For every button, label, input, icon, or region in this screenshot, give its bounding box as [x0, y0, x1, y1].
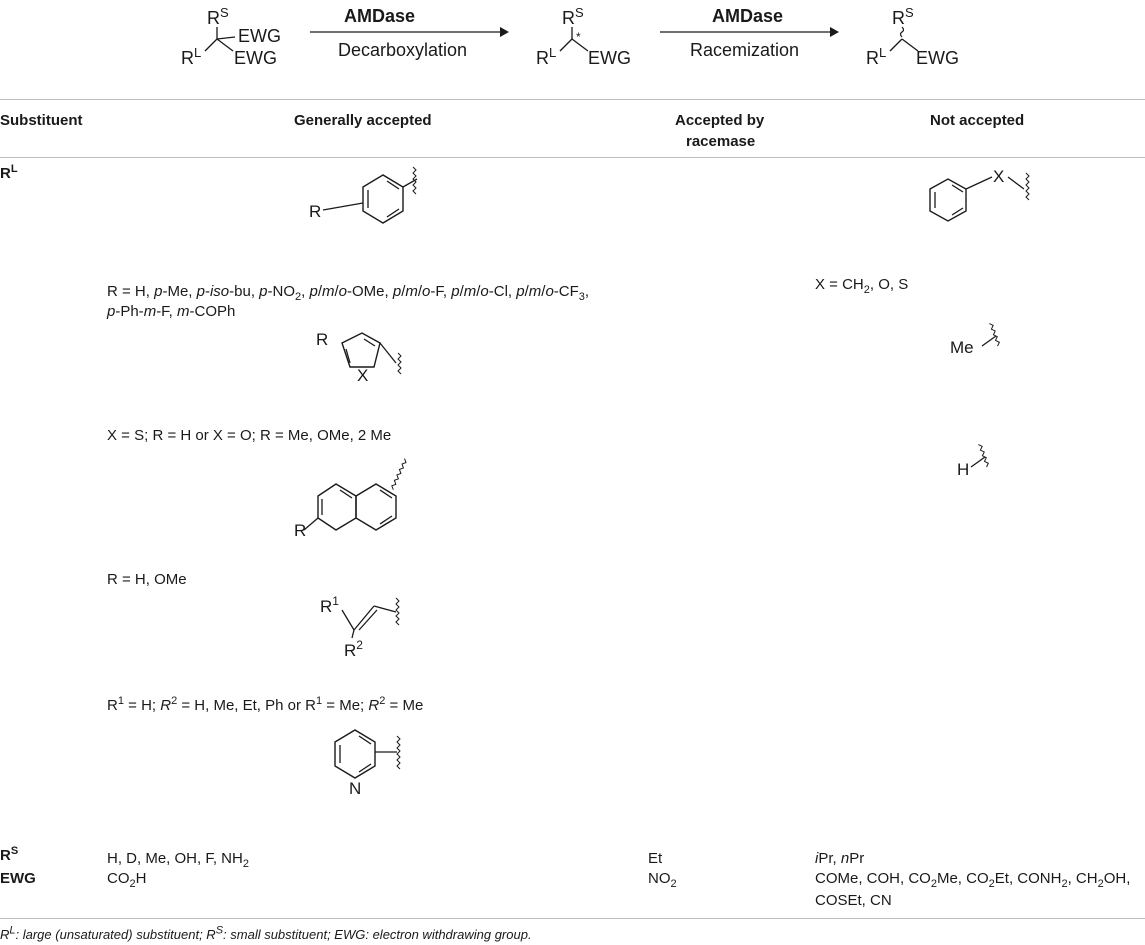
not-accepted-hydrogen: H — [957, 444, 989, 479]
ewg-racemase: NO2 — [648, 870, 677, 890]
step2-enzyme: AMDase — [712, 6, 784, 26]
product-rl: RL — [866, 45, 887, 68]
header-rule — [0, 157, 1145, 158]
product-ewg: EWG — [916, 48, 959, 68]
svg-text:N: N — [349, 779, 361, 798]
intermediate-bonds — [559, 27, 589, 52]
col-header-racemase-line2: racemase — [686, 133, 756, 150]
col-header-accepted: Generally accepted — [294, 112, 432, 129]
intermediate-ewg: EWG — [588, 48, 631, 68]
aryl-r-label: R — [309, 202, 321, 221]
product-rs: RS — [892, 5, 914, 28]
row-label-rs: RS — [0, 845, 19, 865]
pyridyl-structure: N — [334, 729, 401, 798]
intermediate-rs: RS — [562, 5, 584, 28]
substrate-ewg-top: EWG — [238, 26, 281, 46]
heteroaryl-structure: R X — [316, 330, 402, 385]
col-header-substituent: Substituent — [0, 112, 83, 129]
ewg-accepted: CO2H — [107, 870, 147, 890]
ewg-not-accepted-line1: COMe, COH, CO2Me, CO2Et, CONH2, CH2OH, — [815, 870, 1131, 890]
not-accepted-methyl: Me — [950, 323, 1000, 357]
arrow-decarboxylation — [310, 27, 509, 37]
col-header-not-accepted: Not accepted — [930, 112, 1025, 129]
aryl-caption-line2: p-Ph-m-F, m-COPh — [107, 303, 236, 320]
alkenyl-structure: R1 R2 — [320, 594, 400, 660]
svg-text:Me: Me — [950, 338, 974, 357]
intermediate-rl: RL — [536, 45, 557, 68]
heteroaryl-caption: X = S; R = H or X = O; R = Me, OMe, 2 Me — [107, 427, 392, 444]
stereocenter-star: * — [576, 30, 581, 44]
step2-process: Racemization — [690, 40, 800, 60]
row-label-rl: RL — [0, 163, 18, 183]
svg-text:X: X — [357, 366, 368, 385]
ewg-not-accepted-line2: COSEt, CN — [815, 892, 892, 909]
rs-accepted: H, D, Me, OH, F, NH2 — [107, 850, 249, 870]
substrate-bonds — [204, 27, 236, 52]
step1-process: Decarboxylation — [338, 40, 468, 60]
table-footnote: RL: large (unsaturated) substituent; RS:… — [0, 924, 532, 942]
aryl-structure: R — [309, 166, 418, 224]
step1-enzyme: AMDase — [344, 6, 416, 26]
naphthyl-caption: R = H, OMe — [107, 571, 187, 588]
svg-text:H: H — [957, 460, 969, 479]
aryl-caption-line1: R = H, p-Me, p-iso-bu, p-NO2, p/m/o-OMe,… — [107, 283, 590, 303]
product-bonds — [889, 26, 919, 52]
rs-not-accepted: iPr, nPr — [815, 850, 865, 867]
table-bottom-rule — [0, 918, 1145, 919]
naphthyl-structure: R — [294, 458, 407, 538]
row-label-ewg: EWG — [0, 870, 36, 887]
arrow-racemization — [660, 27, 839, 37]
alkenyl-caption: R1 = H; R2 = H, Me, Et, Ph or R1 = Me; R… — [107, 695, 424, 715]
svg-text:X: X — [993, 167, 1004, 186]
table-top-rule — [0, 99, 1145, 100]
rs-racemase: Et — [648, 850, 663, 867]
not-accepted-aryl-caption: X = CH2, O, S — [815, 276, 909, 296]
substrate-rl: RL — [181, 45, 202, 68]
col-header-racemase-line1: Accepted by — [675, 112, 765, 129]
substrate-ewg-bottom: EWG — [234, 48, 277, 68]
svg-text:R1: R1 — [320, 594, 339, 616]
not-accepted-aryl-structure: X — [929, 167, 1030, 222]
svg-text:R2: R2 — [344, 638, 363, 660]
svg-text:R: R — [294, 521, 306, 538]
substrate-rs: RS — [207, 5, 229, 28]
svg-text:R: R — [316, 330, 328, 349]
